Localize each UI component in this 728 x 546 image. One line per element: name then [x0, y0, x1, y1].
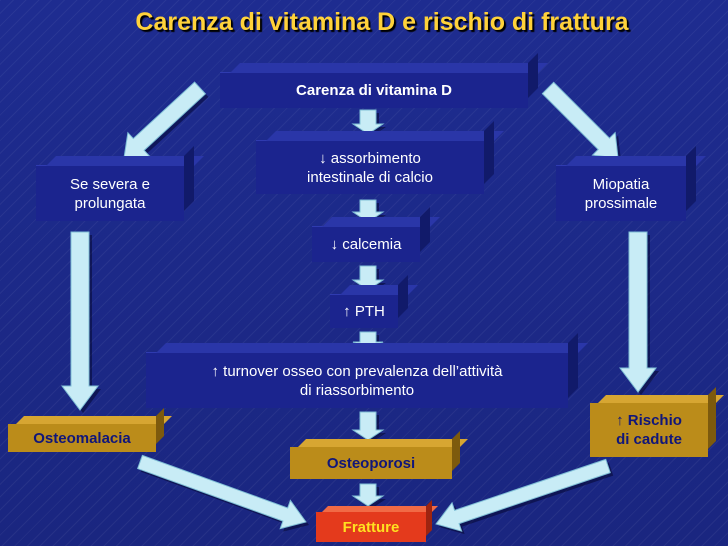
box-turnover: ↑ turnover osseo con prevalenza dell’att…	[146, 352, 568, 408]
box-miopatia: Miopatia prossimale	[556, 165, 686, 221]
arrow-osteomalacia-fratture	[136, 454, 307, 530]
arrow-carenza-assorbimento	[351, 109, 385, 135]
arrow-severa-osteomalacia	[61, 231, 99, 411]
box-fratture: Fratture	[316, 512, 426, 542]
arrow-rischio-fratture	[435, 458, 611, 532]
arrow-turnover-osteoporosi	[351, 411, 385, 441]
arrow-miopatia-rischio	[619, 231, 657, 393]
arrow-osteoporosi-fratture	[351, 483, 385, 507]
box-severa: Se severa e prolungata	[36, 165, 184, 221]
arrow-carenza-miopatia	[541, 81, 619, 159]
box-rischio: ↑ Rischio di cadute	[590, 403, 708, 457]
box-pth: ↑ PTH	[330, 294, 398, 328]
box-osteomalacia: Osteomalacia	[8, 424, 156, 452]
box-carenza: Carenza di vitamina D	[220, 72, 528, 108]
box-osteoporosi: Osteoporosi	[290, 447, 452, 479]
box-calcemia: ↓ calcemia	[312, 226, 420, 262]
page-title: Carenza di vitamina D e rischio di fratt…	[135, 8, 629, 36]
box-assorbimento: ↓ assorbimento intestinale di calcio	[256, 140, 484, 194]
